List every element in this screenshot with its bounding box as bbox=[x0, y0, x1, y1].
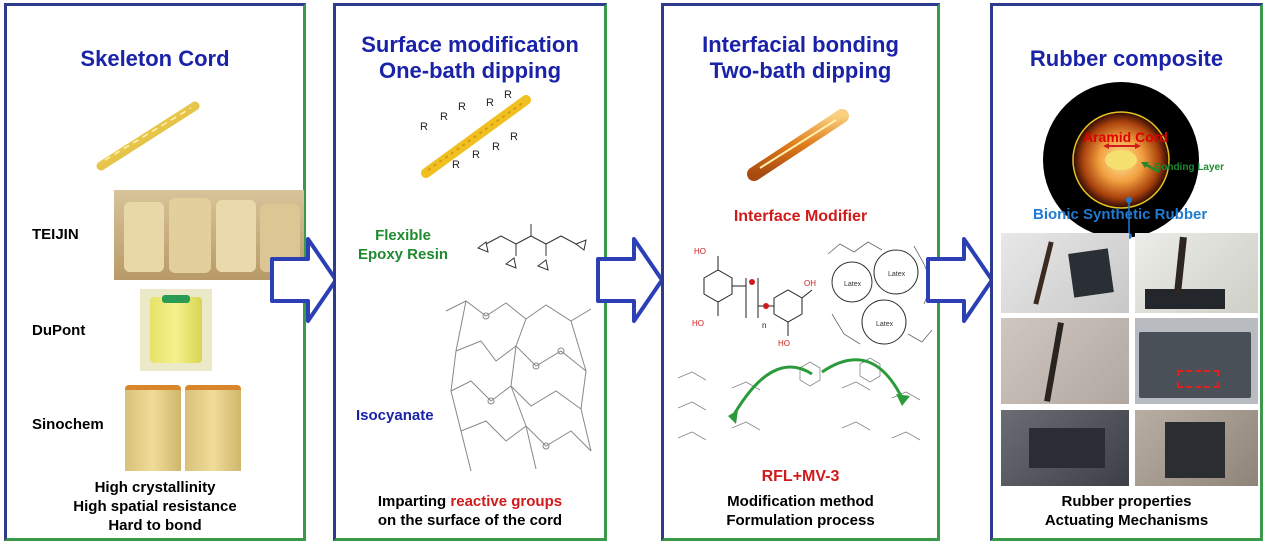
panel-interfacial-bonding: Interfacial bonding Two-bath dipping Int… bbox=[661, 3, 940, 541]
aramid-cord-label: Aramid Cord bbox=[1083, 129, 1168, 145]
rubber-photo-2 bbox=[1135, 233, 1258, 313]
aramid-cord-icon bbox=[96, 101, 200, 171]
r-group-label: R bbox=[452, 159, 460, 171]
panel-title: Interfacial bonding Two-bath dipping bbox=[664, 32, 937, 84]
r-group-label: R bbox=[420, 121, 428, 133]
dipped-cord-icon bbox=[747, 109, 849, 181]
modified-cord-icon: R R R R R R R R R bbox=[420, 89, 531, 178]
bottom-line: High crystallinity bbox=[94, 479, 216, 496]
rubber-photo-6 bbox=[1135, 410, 1258, 486]
latex-structure-icon: Latex Latex Latex bbox=[827, 241, 933, 345]
panel-skeleton-cord: Skeleton Cord TEIJIN DuPont Sinochem Hig… bbox=[4, 3, 306, 541]
rubber-photo-1 bbox=[1001, 233, 1129, 313]
bottom-line: on the surface of the cord bbox=[377, 512, 563, 529]
title-line: Surface modification bbox=[361, 32, 579, 57]
rubber-photo-5 bbox=[1001, 410, 1129, 486]
panel-bottom-text: Imparting reactive groups on the surface… bbox=[336, 492, 604, 530]
isocyanate-label: Isocyanate bbox=[356, 407, 434, 424]
r-group-label: R bbox=[458, 101, 466, 113]
panel-title: Surface modification One-bath dipping bbox=[336, 32, 604, 84]
reactive-groups-highlight: reactive groups bbox=[450, 493, 563, 510]
title-line: Two-bath dipping bbox=[709, 58, 892, 83]
latex-label: Latex bbox=[844, 281, 862, 288]
label-line: Flexible bbox=[375, 227, 431, 244]
panel-title: Rubber composite bbox=[1029, 46, 1224, 71]
bionic-rubber-label: Bionic Synthetic Rubber bbox=[1033, 206, 1208, 223]
ho-label: HO bbox=[778, 339, 790, 348]
epoxy-structure-icon bbox=[476, 224, 587, 271]
bonding-layer-label: Bonding Layer bbox=[1154, 162, 1224, 173]
title-line: One-bath dipping bbox=[378, 58, 562, 83]
sinochem-photo bbox=[119, 381, 249, 471]
r-group-label: R bbox=[440, 111, 448, 123]
rfl-reaction-scheme-icon bbox=[677, 358, 921, 441]
n-label: n bbox=[762, 321, 766, 330]
cross-section-diagram: Aramid Cord Bonding Layer bbox=[1043, 82, 1224, 239]
bottom-line: Formulation process bbox=[726, 512, 875, 529]
panel-title: Skeleton Cord bbox=[80, 46, 230, 71]
bottom-line: Imparting reactive groups bbox=[336, 492, 604, 511]
bottom-line: Modification method bbox=[727, 493, 874, 510]
brand-teijin: TEIJIN bbox=[32, 226, 79, 243]
modifier-structure-icon: HO HO OH HO n bbox=[692, 247, 816, 348]
panel-rubber-composite: Rubber composite Aramid Cord Bonding Lay… bbox=[990, 3, 1263, 541]
rfl-label: RFL+MV-3 bbox=[761, 468, 840, 485]
r-group-label: R bbox=[504, 89, 512, 101]
isocyanate-network-icon bbox=[445, 300, 592, 472]
flow-arrow-icon bbox=[270, 237, 338, 323]
panel-bottom-text: High crystallinity High spatial resistan… bbox=[7, 478, 303, 535]
panel-bottom-text: Rubber properties Actuating Mechanisms bbox=[993, 492, 1260, 530]
rubber-photo-3 bbox=[1001, 318, 1129, 404]
ho-label: HO bbox=[694, 247, 706, 256]
panel-surface-modification: Surface modification One-bath dipping R … bbox=[333, 3, 607, 541]
rubber-photo-4 bbox=[1135, 318, 1258, 404]
oh-label: OH bbox=[804, 279, 816, 288]
latex-label: Latex bbox=[888, 271, 906, 278]
panel-bottom-text: Modification method Formulation process bbox=[664, 492, 937, 530]
latex-label: Latex bbox=[876, 321, 894, 328]
r-group-label: R bbox=[510, 131, 518, 143]
bottom-line: Hard to bond bbox=[108, 517, 202, 534]
r-group-label: R bbox=[472, 149, 480, 161]
bottom-line: Rubber properties bbox=[1061, 493, 1192, 510]
interface-modifier-label: Interface Modifier bbox=[733, 208, 868, 225]
r-group-label: R bbox=[486, 97, 494, 109]
bottom-text: Imparting bbox=[377, 493, 451, 510]
flexible-epoxy-label: Flexible Epoxy Resin bbox=[358, 226, 448, 264]
flow-arrow-icon bbox=[926, 237, 994, 323]
brand-dupont: DuPont bbox=[32, 322, 86, 339]
bottom-line: Actuating Mechanisms bbox=[1044, 512, 1209, 529]
r-group-label: R bbox=[492, 141, 500, 153]
flow-arrow-icon bbox=[596, 237, 664, 323]
dupont-photo bbox=[140, 289, 212, 371]
bottom-line: High spatial resistance bbox=[73, 498, 237, 515]
brand-sinochem: Sinochem bbox=[32, 416, 104, 433]
title-line: Interfacial bonding bbox=[702, 32, 899, 57]
ho-label: HO bbox=[692, 319, 704, 328]
label-line: Epoxy Resin bbox=[358, 246, 449, 263]
